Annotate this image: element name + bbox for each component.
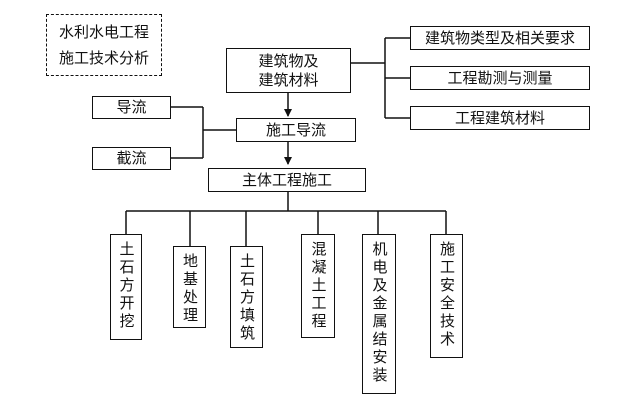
- bracket-materials-right: [351, 37, 410, 119]
- node-materials: 建筑物及 建筑材料: [226, 48, 351, 93]
- node-survey: 工程勘测与测量: [410, 66, 590, 90]
- child-safety-label: 施工安全技术: [438, 241, 456, 349]
- child-filling: 土石方填筑: [230, 246, 263, 348]
- title-line-1: 水利水电工程: [58, 22, 149, 41]
- child-installation-label: 机电及金属结安装: [370, 241, 389, 385]
- node-materials-line-2: 建筑材料: [258, 70, 319, 89]
- child-concrete-label: 混凝土工程: [309, 241, 328, 331]
- child-safety: 施工安全技术: [430, 234, 463, 358]
- diagram-title: 水利水电工程 施工技术分析: [46, 14, 162, 76]
- child-installation: 机电及金属结安装: [362, 234, 396, 394]
- node-diversion: 导流: [92, 96, 171, 119]
- node-eng-materials: 工程建筑材料: [410, 106, 590, 130]
- bracket-diversion-left: [171, 106, 236, 159]
- child-excavation: 土石方开挖: [110, 234, 142, 340]
- child-foundation: 地基处理: [173, 246, 206, 328]
- node-closure: 截流: [92, 147, 171, 170]
- title-line-2: 施工技术分析: [58, 49, 149, 67]
- node-materials-line-1: 建筑物及: [258, 51, 319, 70]
- child-excavation-label: 土石方开挖: [117, 241, 136, 331]
- child-filling-label: 土石方填筑: [238, 253, 256, 343]
- node-main-works: 主体工程施工: [208, 168, 366, 192]
- node-diversion-main: 施工导流: [236, 118, 356, 142]
- child-foundation-label: 地基处理: [181, 253, 199, 325]
- tree-main-to-children: [125, 192, 447, 246]
- node-building-types: 建筑物类型及相关要求: [410, 26, 590, 50]
- child-concrete: 混凝土工程: [301, 234, 335, 338]
